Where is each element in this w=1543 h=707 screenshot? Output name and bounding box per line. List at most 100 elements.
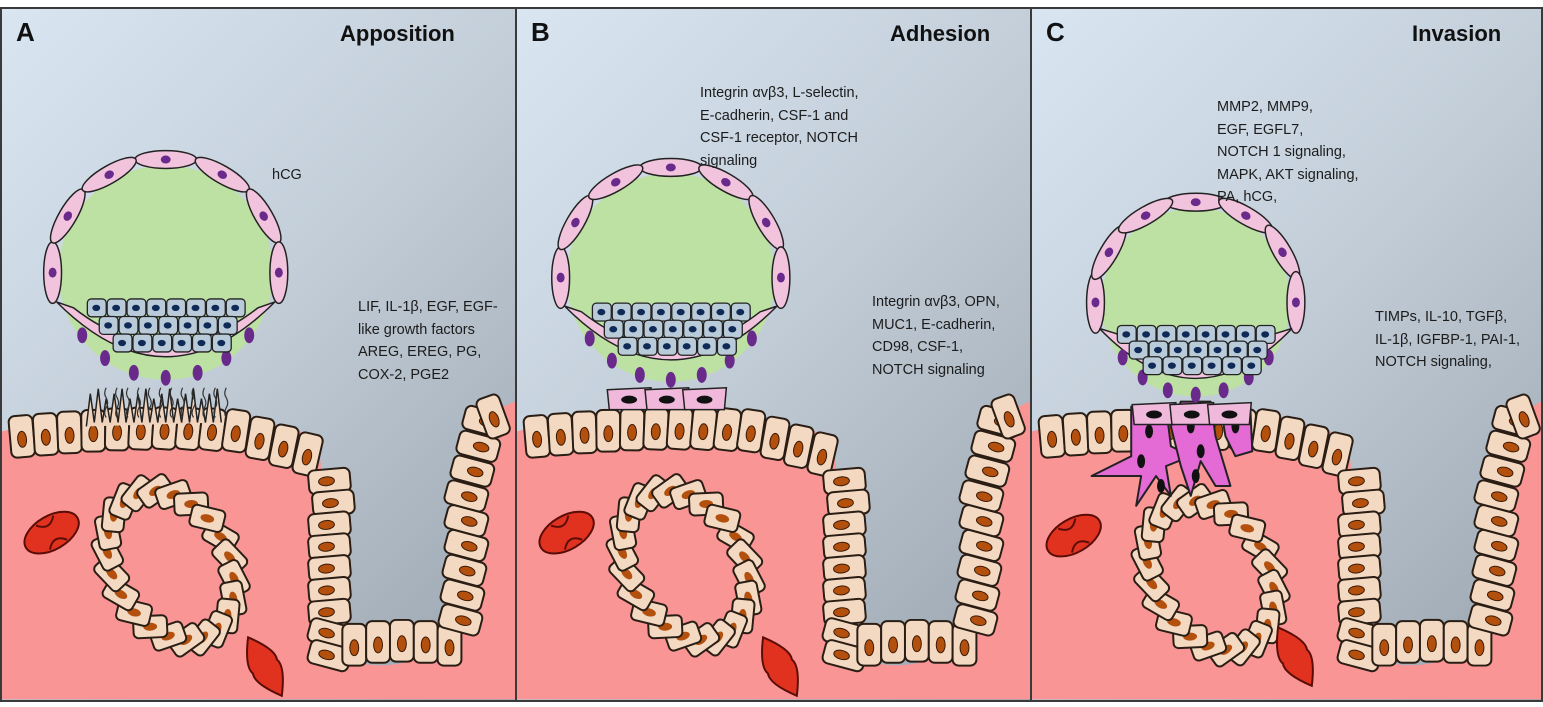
epithelial-cell xyxy=(571,410,598,455)
trophoblast-nucleus xyxy=(1196,444,1205,459)
stroma xyxy=(517,401,1030,700)
icm-nucleus xyxy=(716,308,725,316)
epithelial-cell xyxy=(1337,575,1382,605)
factor-line: IL-1β, IGFBP-1, PAI-1, xyxy=(1375,331,1521,348)
epithelial-nucleus xyxy=(1502,441,1520,453)
adhesion-illustration xyxy=(517,157,1030,700)
epithelial-cell xyxy=(244,415,276,461)
trophectoderm-nucleus xyxy=(217,170,228,179)
epithelial-nucleus xyxy=(1348,627,1365,639)
epithelial-cell xyxy=(1469,578,1516,612)
trophectoderm-nucleus xyxy=(665,163,676,172)
epithelial-cell xyxy=(412,620,439,664)
icm-nucleus xyxy=(668,326,677,333)
trophectoderm-cell xyxy=(1117,197,1174,234)
icm-nucleus xyxy=(1161,331,1170,338)
panel-letter: C xyxy=(1046,17,1065,47)
pinopode xyxy=(85,388,223,427)
epithelial-cell xyxy=(903,618,930,663)
trophectoderm-nucleus xyxy=(1162,382,1173,399)
epithelial-nucleus xyxy=(833,649,850,661)
epithelial-nucleus xyxy=(230,425,241,443)
epithelial-cell xyxy=(954,578,1001,612)
epithelial-cell xyxy=(1471,553,1518,587)
icm-nucleus xyxy=(688,326,697,333)
epithelial-nucleus xyxy=(1352,498,1369,509)
trophectoderm-nucleus xyxy=(776,272,785,283)
epithelial-nucleus xyxy=(1474,639,1485,657)
epithelial-nucleus xyxy=(455,615,472,626)
trophectoderm-nucleus xyxy=(100,350,111,367)
panel-adhesion: B Adhesion Integrin αvβ3, L-selectin, E-… xyxy=(515,7,1032,702)
epithelial-cell xyxy=(311,488,356,518)
epithelial-cell xyxy=(665,406,694,451)
icm-nucleus xyxy=(1154,346,1162,354)
epithelial-nucleus xyxy=(959,639,970,657)
epithelial-cell xyxy=(1298,423,1330,469)
syncytio-nucleus xyxy=(1183,410,1200,419)
icm-nucleus xyxy=(197,339,206,347)
red-blood-cell xyxy=(246,635,284,698)
trophectoderm-cell xyxy=(771,246,791,310)
icm-nucleus xyxy=(112,304,121,312)
epithelial-nucleus xyxy=(183,423,194,441)
gland-cell xyxy=(1228,513,1267,543)
epithelial-nucleus xyxy=(837,498,854,509)
gland-nucleus xyxy=(715,514,730,523)
epithelial-nucleus xyxy=(833,476,850,487)
epithelial-nucleus xyxy=(322,498,339,509)
epithelial-cell xyxy=(990,393,1026,440)
rbc-shape xyxy=(246,635,284,698)
factor-list: LIF, IL-1β, EGF, EGF- like growth factor… xyxy=(358,296,498,386)
icm-nucleus xyxy=(1261,331,1270,338)
icm-nucleus xyxy=(1201,331,1210,338)
icm-nucleus xyxy=(211,304,220,312)
epithelial-cell xyxy=(1274,415,1306,461)
epithelial-nucleus xyxy=(1348,519,1365,530)
epithelial-cell xyxy=(1110,408,1137,453)
factor-line: CD98, CSF-1, xyxy=(872,339,964,355)
icm-nucleus xyxy=(609,326,618,333)
rbc-shape xyxy=(1045,513,1102,558)
epithelial-nucleus xyxy=(1331,448,1343,466)
stroma-tissue xyxy=(517,401,1030,700)
trophectoderm-nucleus xyxy=(721,177,731,187)
trophectoderm-nucleus xyxy=(104,170,114,179)
syncytio-nucleus xyxy=(696,395,713,404)
epithelial-nucleus xyxy=(579,426,590,444)
icm-nucleus xyxy=(143,322,152,329)
microvilli xyxy=(85,388,223,427)
attachment-filament xyxy=(169,387,174,418)
blastocyst xyxy=(550,157,791,411)
factor-line: AREG, EREG, PG, xyxy=(358,344,482,360)
epithelial-nucleus xyxy=(1284,432,1295,450)
epithelial-cell xyxy=(595,408,622,453)
stroma-tissue xyxy=(2,401,515,700)
trophectoderm-cell xyxy=(81,156,137,193)
gland-cell xyxy=(188,503,227,533)
epithelial-cell xyxy=(822,466,867,496)
epithelial-nucleus xyxy=(1118,425,1129,443)
icm-nucleus xyxy=(131,304,140,312)
icm-nucleus xyxy=(1241,331,1250,338)
epithelial-cell xyxy=(268,423,300,469)
rbc-shape xyxy=(23,510,80,555)
epithelial-nucleus xyxy=(17,430,28,448)
stage-title: Apposition xyxy=(340,21,455,46)
trophectoderm-nucleus xyxy=(221,350,232,367)
rbc-body xyxy=(246,635,284,698)
icm-nucleus xyxy=(124,322,132,329)
epithelial-nucleus xyxy=(833,607,850,618)
attachment-filament xyxy=(180,387,185,418)
epithelial-nucleus xyxy=(911,635,922,653)
trophectoderm-nucleus xyxy=(77,327,88,344)
epithelial-nucleus xyxy=(88,425,99,443)
icm-nucleus xyxy=(728,326,737,333)
trophectoderm-nucleus xyxy=(128,364,139,381)
epithelial-cell xyxy=(1086,410,1113,455)
epithelial-nucleus xyxy=(1490,491,1508,502)
epithelial-nucleus xyxy=(318,627,335,639)
epithelial-nucleus xyxy=(461,541,478,552)
epithelial-cell xyxy=(436,622,463,667)
factor-line: signaling xyxy=(700,152,758,169)
